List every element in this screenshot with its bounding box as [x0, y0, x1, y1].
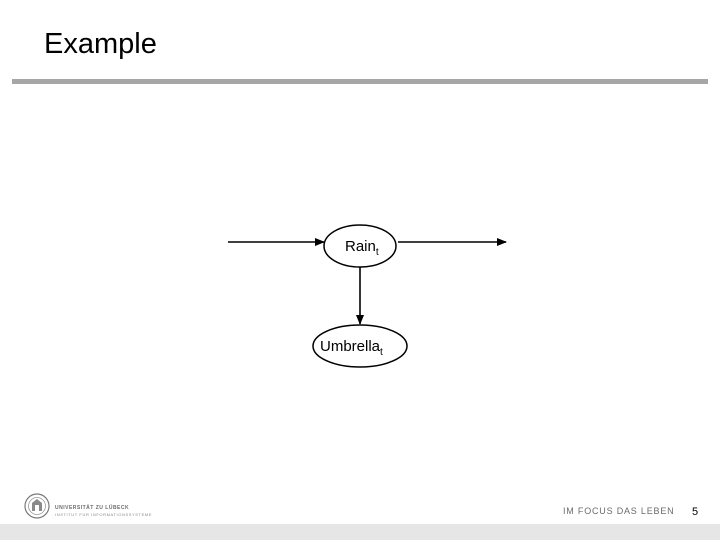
node-umbrella-text: Umbrella	[320, 338, 381, 355]
node-umbrella-subscript: t	[380, 347, 383, 358]
university-seal-logo	[24, 493, 50, 519]
node-rain	[323, 224, 397, 268]
institute-name: INSTITUT FÜR INFORMATIONSSYSTEME	[55, 512, 153, 517]
footer-motto: IM FOCUS DAS LEBEN	[563, 506, 675, 516]
node-umbrella-label: Umbrellat	[320, 338, 383, 358]
node-rain-subscript: t	[375, 247, 379, 258]
slide-title: Example	[44, 28, 157, 60]
node-rain-text: Rain	[345, 238, 376, 255]
page-number: 5	[692, 506, 699, 518]
node-rain-label: Raint	[345, 238, 379, 258]
node-umbrella	[312, 324, 408, 368]
title-divider	[12, 79, 708, 84]
footer-bar	[0, 524, 720, 540]
university-name: UNIVERSITÄT ZU LÜBECK	[55, 505, 130, 511]
